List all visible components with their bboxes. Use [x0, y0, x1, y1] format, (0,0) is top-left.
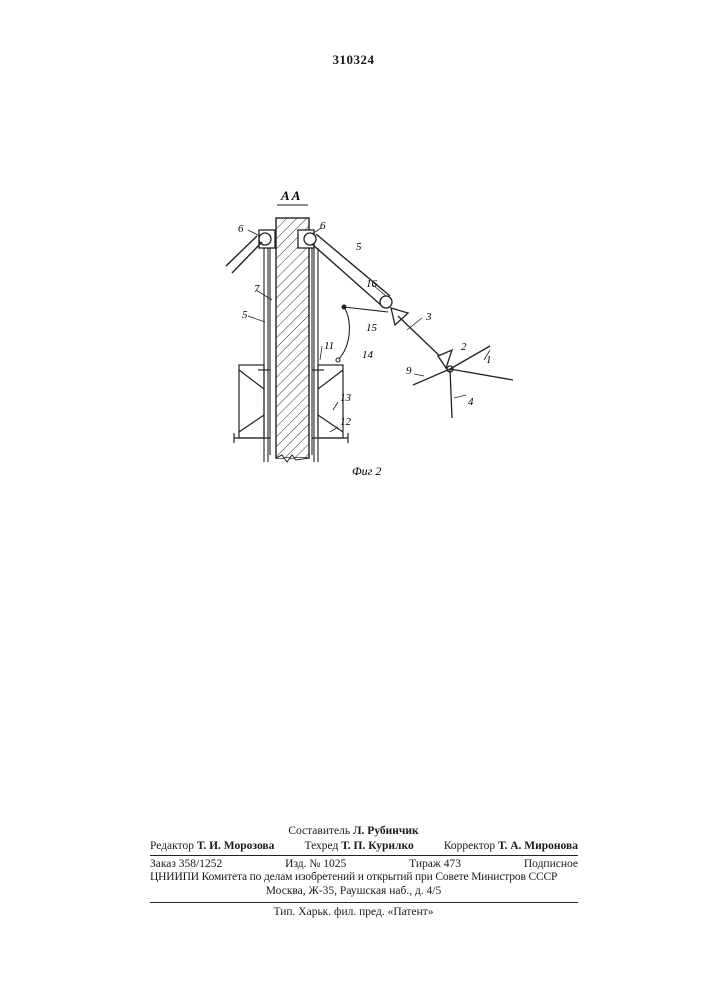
- label-5-arm: 5: [356, 241, 362, 253]
- edition-number: Изд. № 1025: [285, 858, 346, 870]
- corrector-name: Т. А. Миронова: [498, 840, 578, 852]
- label-15: 15: [366, 322, 378, 334]
- label-1: 1: [486, 354, 492, 366]
- section-label: A A: [280, 188, 301, 203]
- joint-16: [380, 296, 392, 308]
- subscription: Подписное: [524, 858, 578, 870]
- label-7: 7: [254, 283, 260, 295]
- label-14: 14: [362, 349, 374, 361]
- rotor: [413, 346, 513, 418]
- corrector-label: Корректор: [444, 840, 495, 852]
- editor-label: Редактор: [150, 840, 194, 852]
- address-line: Москва, Ж-35, Раушская наб., д. 4/5: [0, 885, 707, 897]
- hinge-left: [259, 230, 275, 248]
- compiler-label: Составитель: [288, 825, 350, 837]
- label-4: 4: [468, 396, 474, 408]
- org-line: ЦНИИПИ Комитета по делам изобретений и о…: [150, 871, 578, 883]
- staff-line: Редактор Т. И. Морозова Техред Т. П. Кур…: [150, 840, 578, 852]
- frame-left: [234, 365, 270, 443]
- label-6-right: 6: [320, 220, 326, 232]
- divider-bottom: [150, 902, 578, 903]
- figure-caption: Фиг 2: [352, 464, 381, 478]
- techred-label: Техред: [305, 840, 339, 852]
- editor-name: Т. И. Морозова: [197, 840, 275, 852]
- label-2: 2: [461, 341, 467, 353]
- divider-top: [150, 855, 578, 856]
- printer-line: Тип. Харьк. фил. пред. «Патент»: [0, 906, 707, 918]
- order-number: Заказ 358/1252: [150, 858, 222, 870]
- compiler-name: Л. Рубинчик: [353, 825, 419, 837]
- order-line: Заказ 358/1252 Изд. № 1025 Тираж 473 Под…: [150, 858, 578, 870]
- label-11: 11: [324, 340, 334, 352]
- label-16: 16: [366, 278, 378, 290]
- right-arm: [312, 234, 390, 306]
- label-9: 9: [406, 365, 412, 377]
- label-13: 13: [340, 392, 352, 404]
- label-3: 3: [425, 311, 432, 323]
- print-run: Тираж 473: [409, 858, 461, 870]
- label-5-rod: 5: [242, 309, 248, 321]
- central-column: [276, 218, 309, 462]
- left-arm: [226, 236, 262, 273]
- frame-right: [312, 365, 348, 443]
- techred-name: Т. П. Курилко: [341, 840, 413, 852]
- label-6-left: 6: [238, 223, 244, 235]
- compiler-line: Составитель Л. Рубинчик: [0, 825, 707, 837]
- label-12: 12: [340, 416, 352, 428]
